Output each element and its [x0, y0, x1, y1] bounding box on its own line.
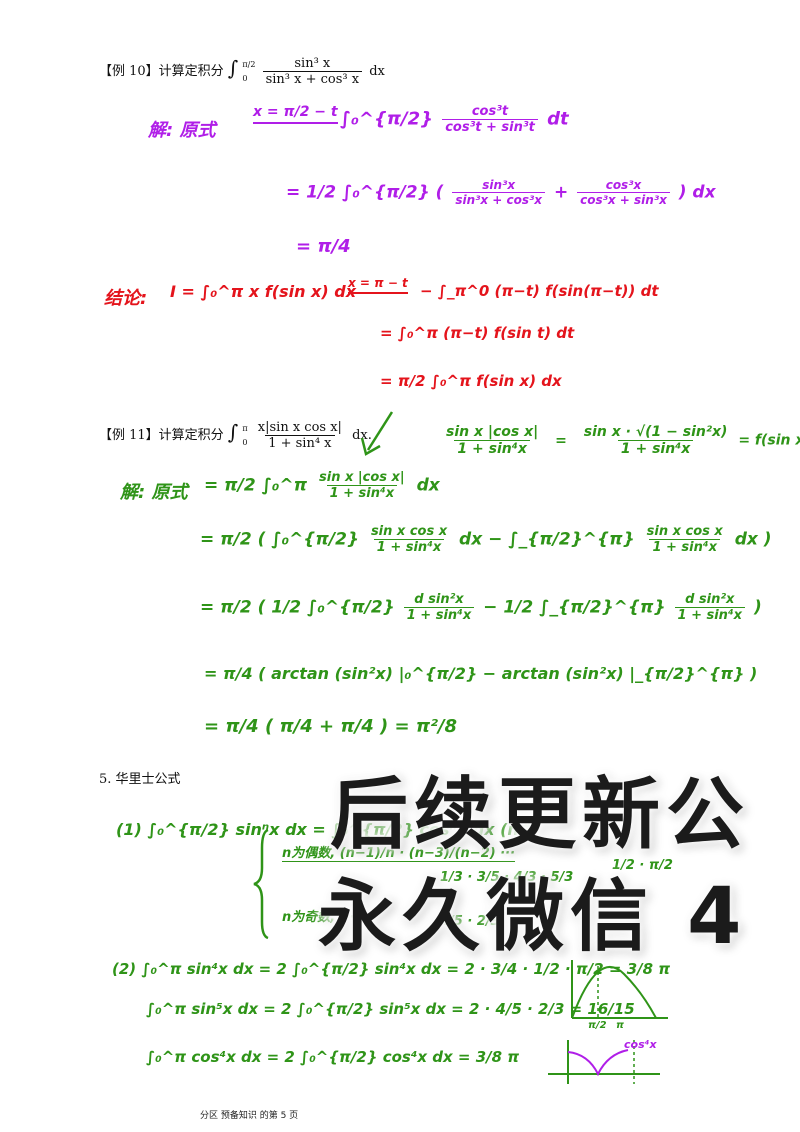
wallis-item1: (1) ∫₀^{π/2} sinⁿx dx = ∫₀^{π/2} cosⁿx d…: [116, 820, 535, 839]
solution11-line2: = π/2 ( ∫₀^{π/2} sin x cos x 1 + sin⁴x d…: [200, 524, 772, 555]
line1-prefix: = π/2 ∫₀^π: [204, 475, 308, 496]
step2-prefix: = 1/2 ∫₀^{π/2} (: [286, 182, 444, 203]
wallis-item2-line3: ∫₀^π cos⁴x dx = 2 ∫₀^{π/2} cos⁴x dx = 3/…: [146, 1048, 520, 1066]
conclusion-line2: = ∫₀^π (π−t) f(sin t) dt: [380, 324, 575, 342]
example11-statement: 【例 11】计算定积分 ∫ π 0 x|sin x cos x| 1 + sin…: [99, 420, 372, 451]
solution10-label: 解: 原式: [148, 120, 216, 141]
line3-denominator2: 1 + sin⁴x: [674, 607, 746, 623]
wallis-mid-fraction: 1/3 · 3/5 · 4/3 · 5/3: [440, 870, 574, 885]
conclusion-substitution: x = π − t: [348, 276, 408, 294]
line1-denominator: 1 + sin⁴x: [326, 485, 398, 501]
brace-icon: [253, 828, 269, 940]
step2-denominator2: cos³x + sin³x: [577, 192, 670, 207]
sine-graph-icon: [571, 960, 668, 1019]
line2-mid: dx − ∫_{π/2}^{π}: [459, 529, 635, 550]
line3-prefix: = π/2 ( 1/2 ∫₀^{π/2}: [200, 597, 395, 618]
step1-dt: dt: [547, 108, 569, 130]
line2-denominator1: 1 + sin⁴x: [373, 539, 445, 555]
solution11-line3: = π/2 ( 1/2 ∫₀^{π/2} d sin²x 1 + sin⁴x −…: [200, 592, 762, 623]
line2-prefix: = π/2 ( ∫₀^{π/2}: [200, 529, 360, 550]
example10-denominator: sin³ x + cos³ x: [262, 71, 363, 87]
integral-sign: ∫: [227, 420, 239, 444]
arrowhead-icon: [360, 437, 381, 456]
line2-numerator1: sin x cos x: [370, 524, 448, 539]
conclusion-label: 结论:: [104, 288, 148, 309]
watermark-line2: 永久微信 4: [318, 872, 748, 962]
wallis-case1: n为偶数, (n−1)/n · (n−3)/(n−2) ···: [282, 842, 516, 862]
step1-denominator: cos³t + sin³t: [442, 119, 538, 135]
wallis-item2-line1: (2) ∫₀^π sin⁴x dx = 2 ∫₀^{π/2} sin⁴x dx …: [112, 960, 671, 978]
line3-numerator2: d sin²x: [685, 592, 735, 607]
note11-equals: =: [555, 432, 567, 449]
wallis-case2-tail: 4/5 · 2/3: [440, 914, 500, 929]
wallis-item2-line2: ∫₀^π sin⁵x dx = 2 ∫₀^{π/2} sin⁵x dx = 2 …: [146, 1000, 635, 1018]
graph1-label-half-pi: π/2: [588, 1020, 607, 1031]
solution11-line4: = π/4 ( arctan (sin²x) |₀^{π/2} − arctan…: [204, 664, 758, 683]
solution11-line1: = π/2 ∫₀^π sin x |cos x| 1 + sin⁴x dx: [204, 470, 440, 501]
arrow-icon: [366, 411, 394, 451]
conclusion-line3: = π/2 ∫₀^π f(sin x) dx: [380, 372, 562, 390]
step2-numerator2: cos³x: [605, 178, 642, 192]
section5-title: 5. 华里士公式: [99, 772, 181, 787]
upper-limit: π: [242, 423, 248, 433]
step2-numerator1: sin³x: [482, 178, 516, 192]
step2-denominator1: sin³x + cos³x: [452, 192, 546, 207]
example10-statement: 【例 10】计算定积分 ∫ π/2 0 sin³ x sin³ x + cos³…: [99, 56, 385, 87]
lower-limit: 0: [242, 73, 248, 83]
line3-denominator1: 1 + sin⁴x: [403, 607, 475, 623]
graph1-label-pi: π: [616, 1020, 624, 1031]
example11-label: 【例 11】计算定积分: [99, 428, 224, 443]
wallis-case1-tail: 1/2 · π/2: [612, 858, 673, 873]
solution10-step1: ∫₀^{π/2} cos³t cos³t + sin³t dt: [340, 104, 569, 135]
example10-dx: dx: [369, 64, 385, 79]
step1-numerator: cos³t: [471, 104, 509, 119]
example11-numerator: x|sin x cos x|: [257, 420, 342, 435]
cos-graph-icon: [548, 1040, 660, 1084]
line3-suffix: ): [753, 597, 762, 618]
step1-integral: ∫₀^{π/2}: [340, 108, 433, 130]
line1-numerator: sin x |cos x|: [319, 470, 405, 485]
line3-mid: − 1/2 ∫_{π/2}^{π}: [483, 597, 666, 618]
note11-suffix: = f(sin x): [738, 432, 800, 449]
example10-numerator: sin³ x: [294, 56, 331, 71]
line2-numerator2: sin x cos x: [646, 524, 723, 539]
step2-suffix: ) dx: [678, 182, 716, 203]
conclusion-line1-right: − ∫_π^0 (π−t) f(sin(π−t)) dt: [420, 282, 659, 300]
note11-left-denominator: 1 + sin⁴x: [454, 440, 530, 457]
note11-left-numerator: sin x |cos x|: [446, 424, 539, 440]
example10-label: 【例 10】计算定积分: [99, 64, 224, 79]
page-footer: 分区 预备知识 的第 5 页: [200, 1111, 299, 1121]
solution10-step2: = 1/2 ∫₀^{π/2} ( sin³x sin³x + cos³x + c…: [286, 178, 716, 207]
solution11-line5: = π/4 ( π/4 + π/4 ) = π²/8: [204, 716, 458, 737]
line1-suffix: dx: [416, 475, 440, 496]
line2-denominator2: 1 + sin⁴x: [649, 539, 720, 555]
watermark-line1: 后续更新公: [330, 770, 751, 860]
example11-denominator: 1 + sin⁴ x: [265, 435, 335, 451]
solution10-step3: = π/4: [296, 236, 351, 257]
note11-right-denominator: 1 + sin⁴x: [617, 440, 694, 457]
upper-limit: π/2: [242, 59, 256, 69]
graph2-label: cos⁴x: [624, 1038, 657, 1051]
note11-right-numerator: sin x · √(1 − sin²x): [583, 424, 728, 440]
line3-numerator1: d sin²x: [414, 592, 464, 607]
solution11-label: 解: 原式: [120, 482, 188, 503]
note11: sin x |cos x| 1 + sin⁴x = sin x · √(1 − …: [440, 424, 800, 457]
integral-sign: ∫: [227, 56, 239, 80]
solution10-substitution: x = π/2 − t: [253, 104, 338, 124]
step2-plus: +: [553, 182, 569, 203]
conclusion-line1-left: I = ∫₀^π x f(sin x) dx: [170, 282, 357, 301]
example11-dx: dx.: [352, 428, 372, 443]
lower-limit: 0: [242, 437, 248, 447]
line2-suffix: dx ): [734, 529, 772, 550]
wallis-case2: n为奇数, ···: [282, 910, 355, 925]
